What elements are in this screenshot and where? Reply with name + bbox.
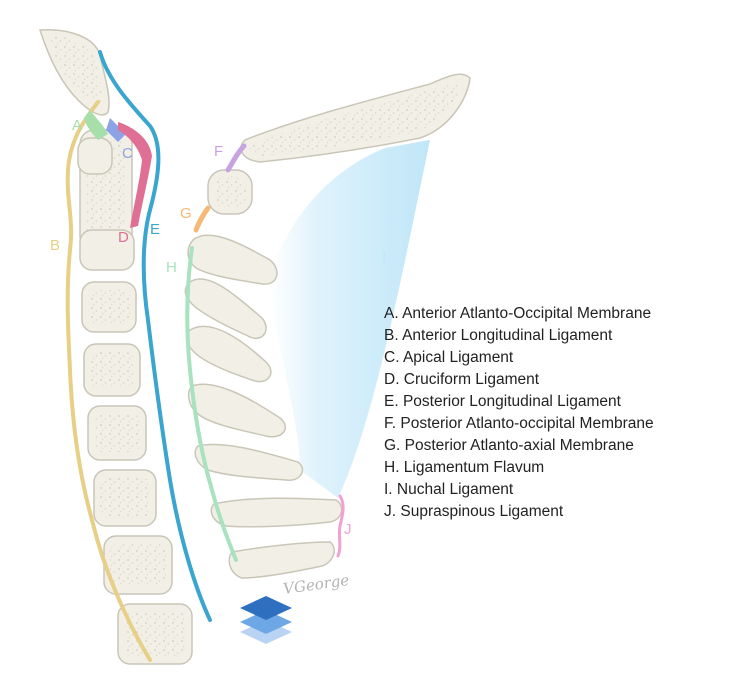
label-b: B [50, 237, 60, 254]
legend-item: E. Posterior Longitudinal Ligament [384, 393, 621, 410]
spinous-process [210, 497, 343, 528]
ligament-legend: A. Anterior Atlanto-Occipital Membrane B… [384, 303, 654, 523]
vertebra-body-texture [90, 352, 134, 388]
spinous-process [187, 234, 278, 285]
occiput-bone-texture [50, 36, 102, 104]
label-j: J [344, 521, 352, 538]
ligamentum-flavum [185, 246, 238, 562]
posterior-longitudinal-ligament [98, 50, 212, 622]
anterior-atlanto-occipital-membrane [84, 110, 108, 140]
nuchal-ligament [270, 140, 430, 498]
legend-item: A. Anterior Atlanto-Occipital Membrane [384, 305, 652, 322]
artist-signature: VGeorge [282, 571, 350, 598]
occiput-posterior-texture [249, 83, 462, 156]
logo-layer-top [240, 596, 292, 620]
legend-item: H. Ligamentum Flavum [384, 459, 545, 476]
legend-item: C. Apical Ligament [384, 349, 514, 366]
cruciform-ligament [118, 122, 152, 228]
legend-item: B. Anterior Longitudinal Ligament [384, 327, 613, 344]
logo-layer-middle [240, 610, 292, 634]
label-g: G [180, 205, 192, 222]
legend-item: F. Posterior Atlanto-occipital Membrane [384, 415, 654, 432]
vertebral-bodies [77, 129, 193, 665]
posterior-atlanto-axial-membrane [193, 205, 211, 233]
legend-item: D. Cruciform Ligament [384, 371, 540, 388]
spinous-processes [184, 234, 343, 579]
legend-item: G. Posterior Atlanto-axial Membrane [384, 437, 634, 454]
label-h: H [166, 259, 177, 276]
label-f: F [214, 143, 223, 160]
label-d: D [118, 229, 129, 246]
label-a: A [72, 117, 82, 134]
vertebra-body-texture [94, 414, 140, 452]
legend-item: I. Nuchal Ligament [384, 481, 514, 498]
spinous-process [228, 541, 335, 579]
vertebra-body-texture [110, 544, 166, 586]
spinous-process [187, 383, 286, 438]
atlas-anterior-arch [77, 137, 113, 175]
vertebra-body [79, 229, 135, 271]
layers-logo-icon [240, 596, 292, 644]
label-e: E [150, 221, 160, 238]
vertebra-body-texture [88, 290, 130, 324]
supraspinous-ligament [336, 494, 345, 558]
vertebra-body-texture [100, 478, 150, 518]
apical-ligament [106, 118, 126, 142]
legend-item: J. Supraspinous Ligament [384, 503, 564, 520]
label-c: C [122, 145, 133, 162]
occiput-bone [38, 29, 471, 163]
atlas-posterior-arch-texture [214, 176, 246, 208]
label-i: I [382, 249, 386, 266]
posterior-atlanto-occipital-membrane [225, 143, 247, 173]
atlas-posterior-arch [207, 169, 253, 215]
spinous-process [194, 443, 304, 481]
anterior-longitudinal-ligament [65, 100, 152, 662]
